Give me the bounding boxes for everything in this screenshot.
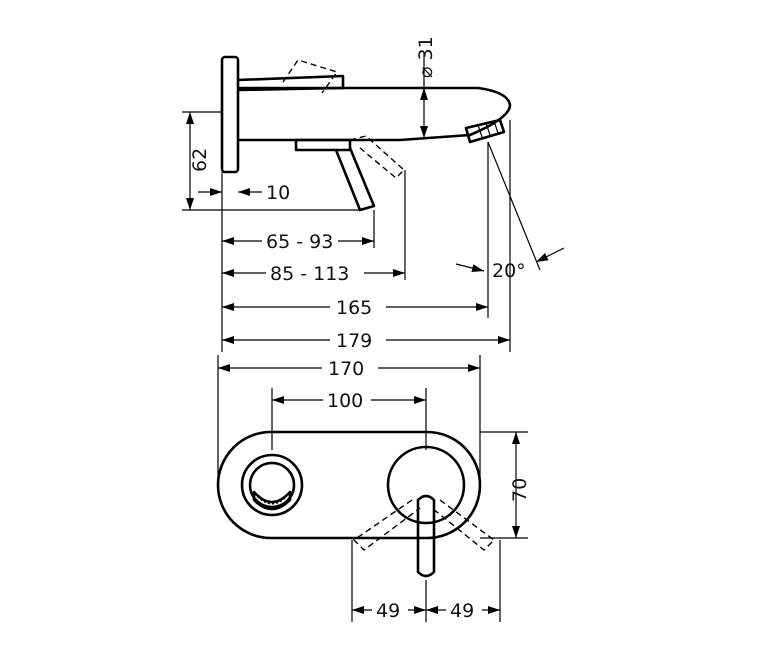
mixer-disc: [386, 445, 466, 525]
offset-49-right-label: 49: [450, 600, 474, 622]
front-view: 170 100 70 49 49: [216, 355, 531, 622]
aerator: [464, 118, 506, 144]
angle-arrow-left: [455, 263, 485, 272]
lever-handle: [334, 147, 376, 212]
angle-line: [487, 141, 541, 271]
width-170-label: 170: [328, 358, 364, 380]
wall-10-label: 10: [266, 182, 290, 204]
aerator-rib: [493, 120, 499, 134]
height-62-label: 62: [189, 148, 211, 172]
spout-outlet-inner: [248, 461, 296, 509]
spout-body: [238, 86, 512, 142]
length-165-label: 165: [336, 297, 372, 319]
mixer-lever: [416, 494, 436, 578]
spout-outlet-ring: [240, 453, 304, 517]
height-70-label: 70: [509, 478, 531, 502]
lever-collar: [294, 138, 352, 152]
lever-right-alt-position: [431, 499, 496, 551]
aerator-mesh: [256, 494, 288, 505]
angle-20-label: 20°: [492, 260, 526, 282]
aerator-rib: [477, 124, 483, 138]
diameter-31-label: ⌀ 31: [415, 36, 437, 78]
lever-left-alt-position: [352, 499, 421, 551]
upper-lever-alt-position: [282, 59, 339, 94]
length-179-label: 179: [336, 330, 372, 352]
aerator-rib: [485, 122, 491, 136]
lever-range-65-93-label: 65 - 93: [266, 231, 333, 253]
spacing-100-label: 100: [327, 390, 363, 412]
side-view: ⌀ 31 62 10 65 - 93 85 - 113 165 179: [182, 36, 565, 352]
escutcheon-plate: [216, 430, 482, 540]
lower-lever-alt-position: [349, 135, 406, 179]
angle-arrow-right: [535, 247, 565, 263]
wall-plate: [220, 55, 240, 174]
offset-49-left-label: 49: [376, 600, 400, 622]
lever-range-85-113-label: 85 - 113: [270, 263, 349, 285]
